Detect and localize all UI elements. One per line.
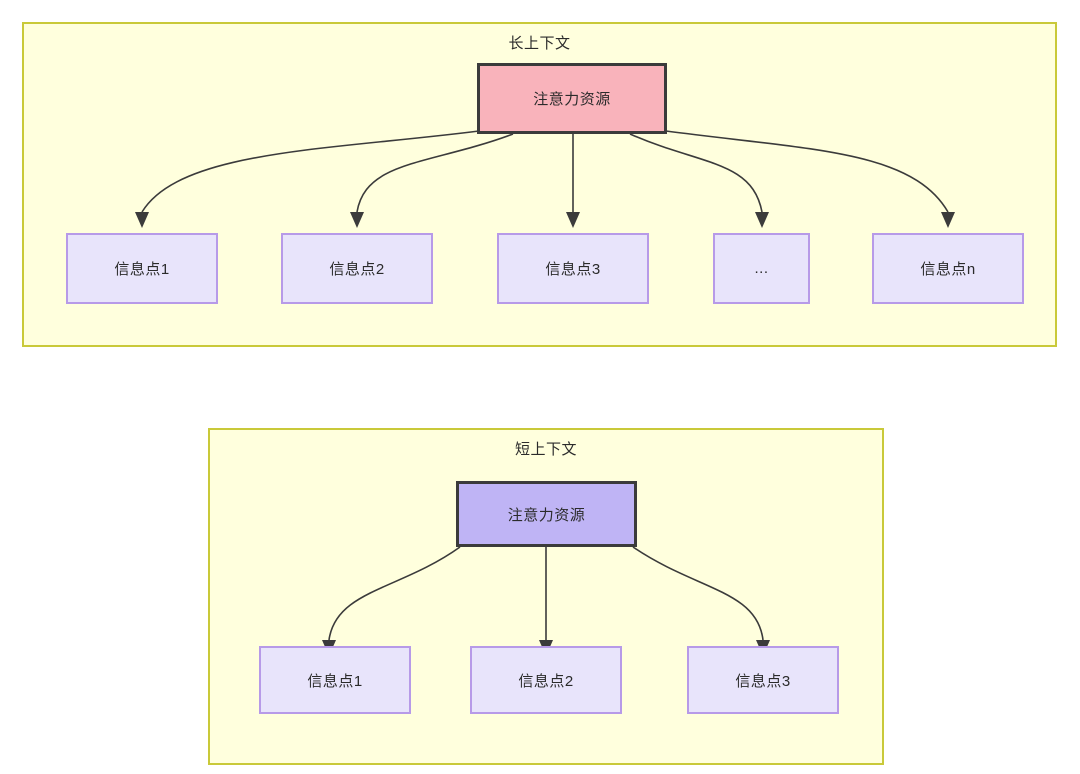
node-label: 信息点1	[114, 261, 170, 278]
panel-long-context-title: 长上下文	[508, 35, 571, 52]
node-long-info-2[interactable]: 信息点2	[281, 233, 433, 304]
node-label: 信息点2	[518, 672, 574, 690]
node-long-info-1[interactable]: 信息点1	[66, 233, 218, 304]
node-label: 注意力资源	[507, 506, 586, 524]
node-label: 信息点n	[920, 261, 976, 278]
node-label: ...	[754, 260, 769, 277]
node-short-info-3[interactable]: 信息点3	[687, 646, 839, 714]
panel-short-context-title: 短上下文	[514, 441, 577, 458]
node-label: 信息点2	[329, 261, 385, 278]
node-label: 信息点3	[545, 261, 601, 278]
node-long-info-n[interactable]: 信息点n	[872, 233, 1024, 304]
panel-short-context: 短上下文	[208, 428, 884, 765]
node-short-attention-resource[interactable]: 注意力资源	[456, 481, 637, 547]
node-long-info-3[interactable]: 信息点3	[497, 233, 649, 304]
node-label: 信息点3	[735, 672, 791, 690]
node-long-attention-resource[interactable]: 注意力资源	[477, 63, 667, 134]
node-label: 信息点1	[307, 672, 363, 690]
node-short-info-1[interactable]: 信息点1	[259, 646, 411, 714]
node-long-info-ellipsis[interactable]: ...	[713, 233, 810, 304]
node-label: 注意力资源	[533, 91, 611, 108]
node-short-info-2[interactable]: 信息点2	[470, 646, 622, 714]
